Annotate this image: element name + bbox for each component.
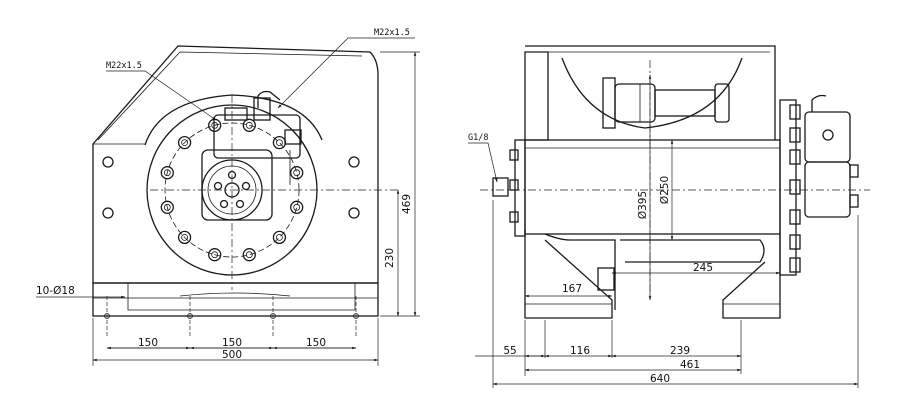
base-mounting-holes [104,296,359,336]
dim-drum-length-label: 245 [693,262,713,274]
flange-bolt-inner [163,169,171,177]
dim-pitch-1-label: 150 [138,337,158,349]
flange-bolts [160,118,304,262]
dim-drum-length: 245 [611,262,781,275]
callout-m22-left-label: M22x1.5 [106,61,142,71]
dim-640-label: 640 [650,373,670,385]
flange-bolt [272,135,287,150]
flange-bolt [272,230,287,245]
flange-bolt [160,166,174,180]
flange-bolt-inner [293,203,301,211]
flange-bolt [290,200,304,214]
dim-461-label: 461 [680,359,700,371]
flange-bolt-inner [245,121,253,129]
dim-pitch-3-label: 150 [306,337,326,349]
dim-width-total: 500 [92,318,379,366]
flange-bolt [177,230,192,245]
dim-pitch-2-label: 150 [222,337,242,349]
hydraulic-motor-block [213,114,301,159]
side-top-frame [524,51,549,141]
side-base-right [722,234,781,319]
callout-g18: G1/8 [468,133,498,183]
side-hydraulic-motor [804,94,859,218]
dim-height-center-label: 230 [384,248,396,268]
dim-461: 461 [524,358,742,374]
flange-bolt-inner [211,251,219,259]
dim-dia-flange: Ø395 [637,74,652,301]
callout-m22-top-label: M22x1.5 [374,28,410,38]
frame-side-bolts [102,156,360,219]
dim-55-label: 55 [503,345,516,357]
flange-bolt-inner [275,139,283,147]
dim-hole-pitch: 150 150 150 [106,337,357,350]
dim-height-total-label: 469 [401,194,413,214]
flange-bolt-inner [211,121,219,129]
flange-bolt [208,248,222,262]
dim-base-offset-label: 167 [562,283,582,295]
dim-dia-drum-label: Ø250 [659,176,671,204]
dim-row-upper: 55 116 239 [475,345,742,358]
callout-hole-spec: 10-Ø18 [36,285,126,299]
drum [524,139,781,235]
flange-bolt-inner [245,251,253,259]
flange-bolt-inner [275,233,283,241]
flange-bolt [160,200,174,214]
flange-bolt-inner [181,233,189,241]
flange-bolt [177,135,192,150]
side-view: Ø395 Ø250 245 167 G1/8 [468,45,870,388]
flange-bolt [290,166,304,180]
flange-bolt-inner [163,203,171,211]
dim-height-center: 230 [384,189,400,317]
dim-dia-drum: Ø250 [659,139,674,241]
dim-116-label: 116 [570,345,590,357]
dim-height-total: 469 [380,51,420,317]
dim-239-label: 239 [670,345,690,357]
callout-m22-top: M22x1.5 [277,28,415,109]
flange-bolt [242,248,256,262]
front-frame-outline [92,45,379,284]
front-view: M22x1.5 M22x1.5 10-Ø18 469 230 150 [36,28,420,366]
dim-640: 640 [492,373,859,386]
callout-m22-left: M22x1.5 [106,61,217,121]
dim-dia-flange-label: Ø395 [637,191,649,219]
flange-bolt-inner [181,139,189,147]
hole-spec-label: 10-Ø18 [36,285,75,297]
top-gear-housing [602,77,730,129]
dim-base-offset: 167 [524,283,613,298]
flange-bolt-inner [293,169,301,177]
flange-bolt [242,118,256,132]
dim-width-total-label: 500 [222,349,242,361]
front-base-plate [92,282,379,317]
callout-g18-label: G1/8 [468,133,488,143]
side-base-left [524,230,613,319]
